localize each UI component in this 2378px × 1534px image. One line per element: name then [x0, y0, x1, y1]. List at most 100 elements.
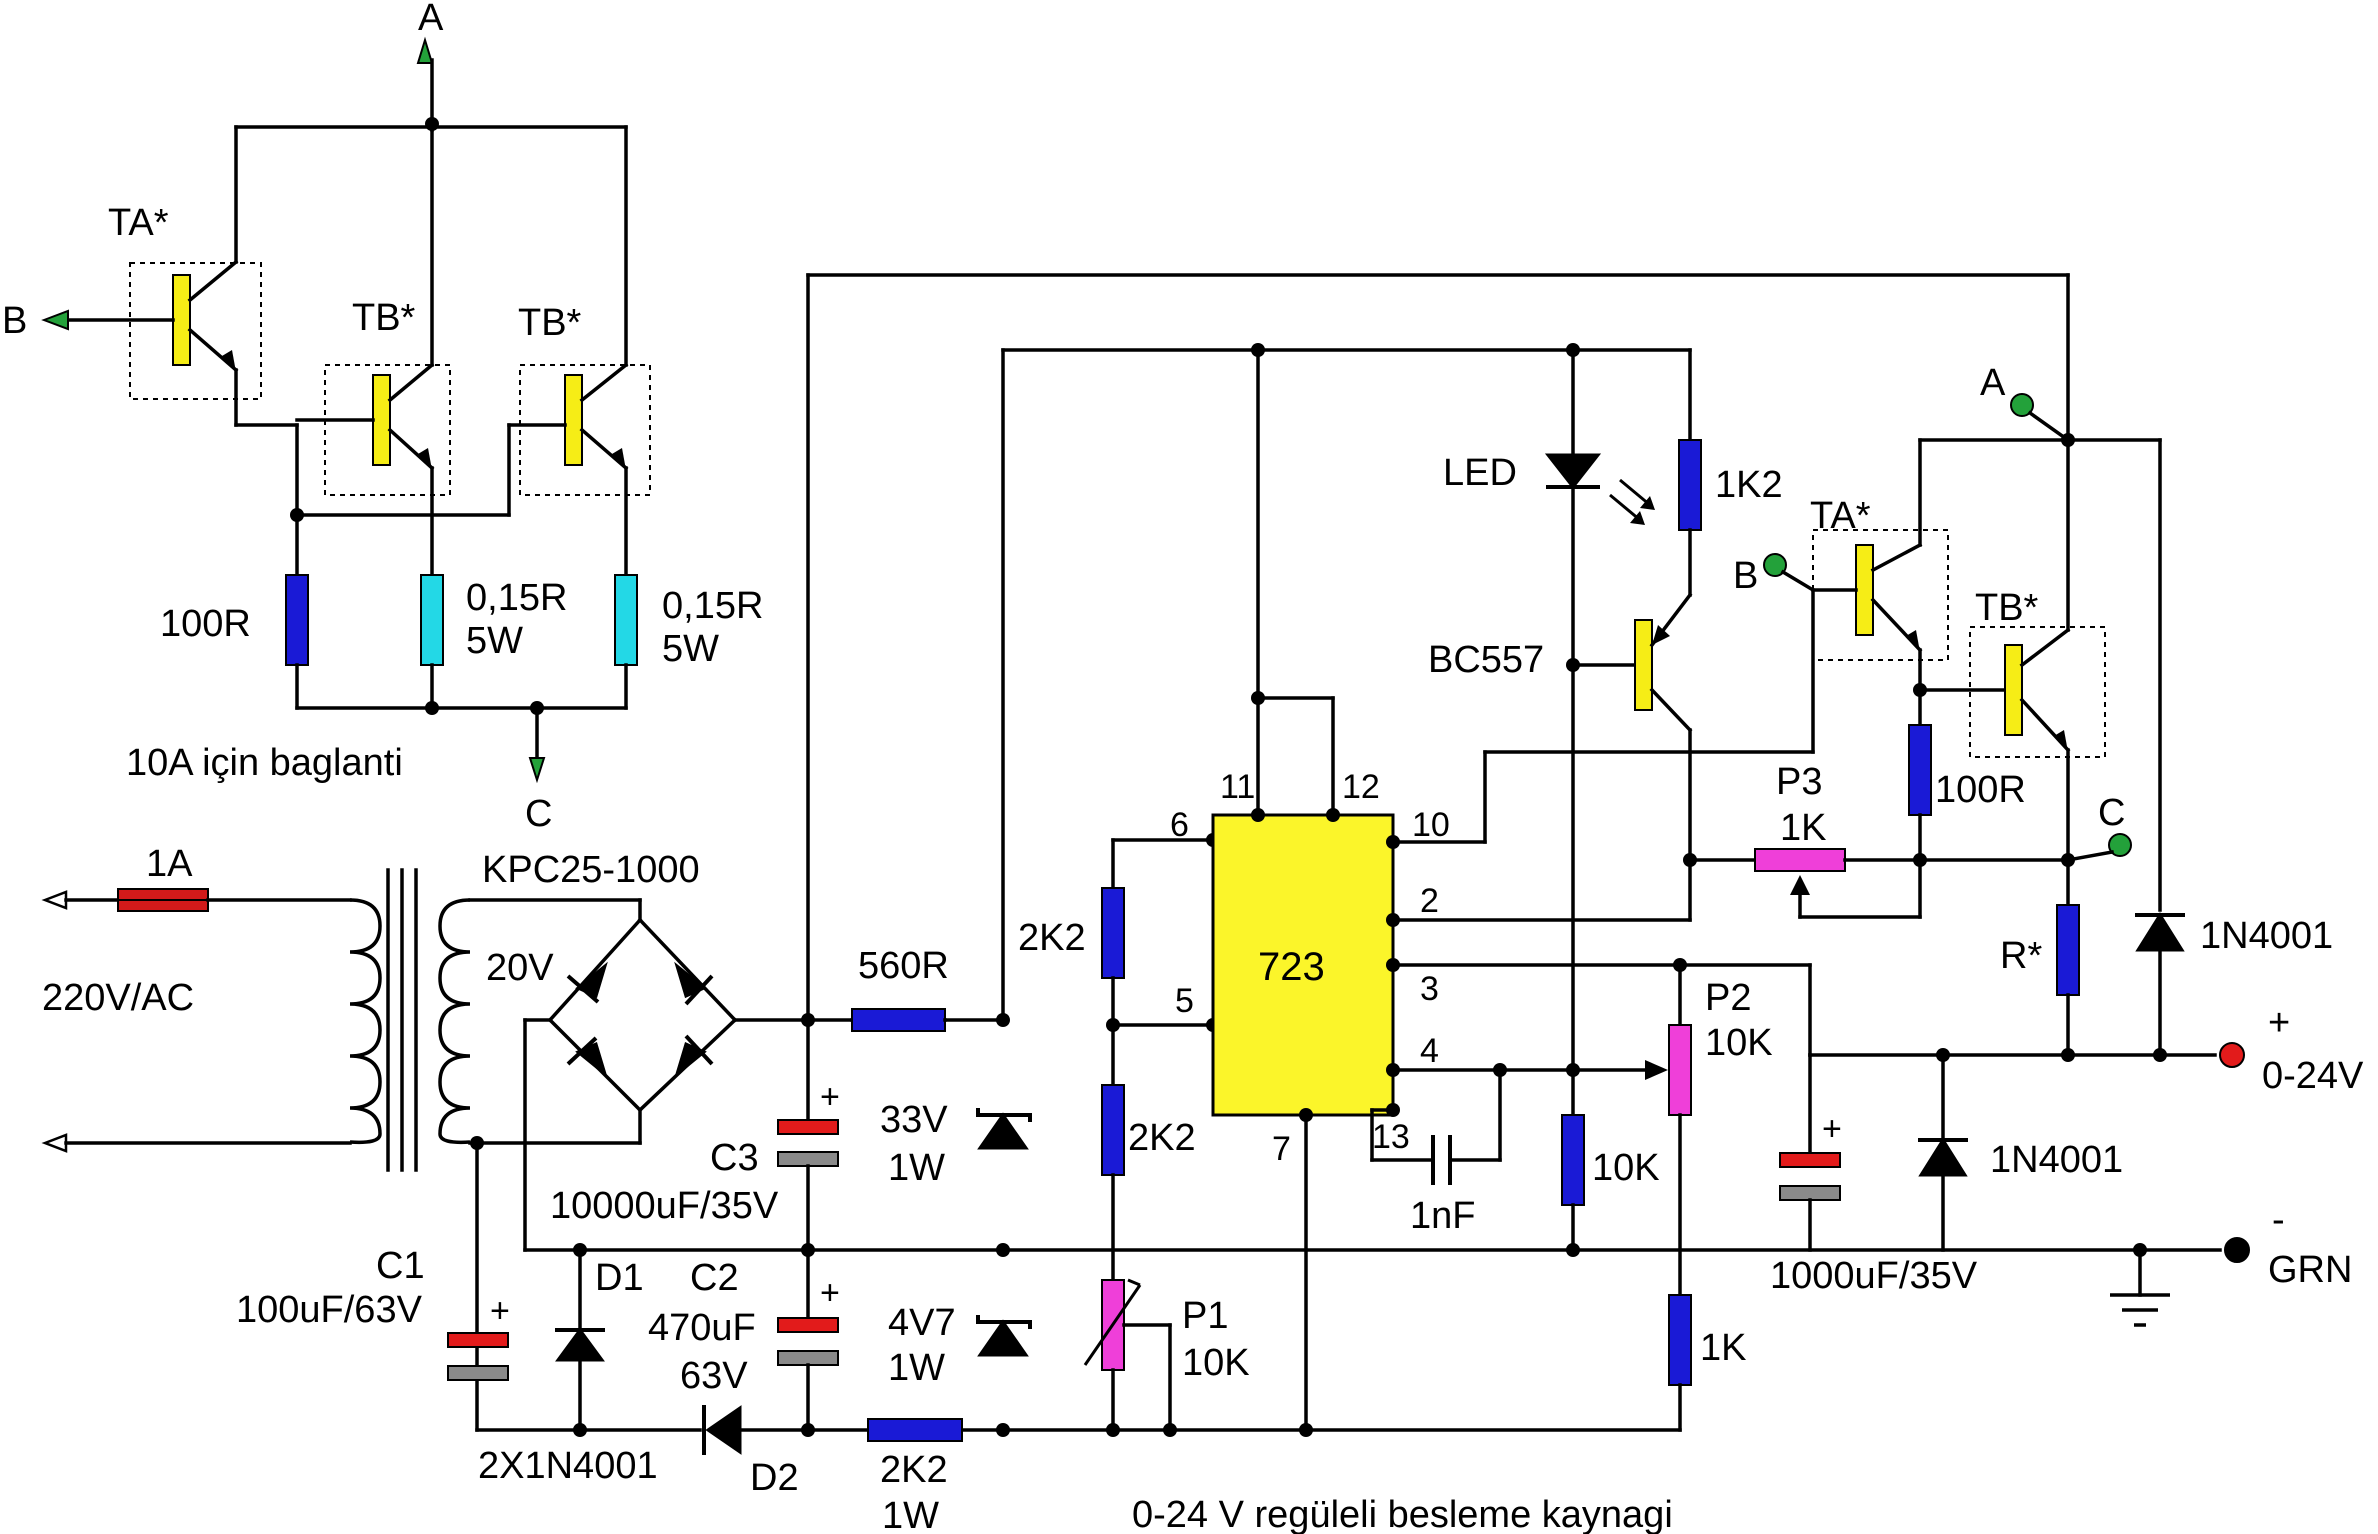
- c1-capacitor-minus: [447, 1365, 509, 1381]
- ta-transistor: [1855, 544, 1874, 636]
- d-1n4001-bottom-label: 1N4001: [1990, 1139, 2123, 1181]
- pin-3: 3: [1420, 970, 1439, 1008]
- z47-label-2: 1W: [888, 1347, 945, 1389]
- resistor-2k2-1w: [867, 1418, 963, 1442]
- transformer-secondary: [438, 898, 471, 1145]
- c1-plus-sign: +: [490, 1292, 510, 1330]
- resistor-1k: [1668, 1294, 1692, 1386]
- c2-capacitor-plus: [777, 1317, 839, 1333]
- pin-12: 12: [1342, 768, 1380, 806]
- c2-value-2: 63V: [680, 1355, 748, 1397]
- inset-100r-resistor: [285, 574, 309, 666]
- p1-name: P1: [1182, 1295, 1228, 1337]
- c1-name: C1: [376, 1245, 425, 1287]
- inset-tb2-transistor: [564, 374, 583, 466]
- r10k-label: 10K: [1592, 1147, 1660, 1189]
- output-range-label: 0-24V: [2262, 1055, 2364, 1097]
- c3-capacitor-minus: [777, 1151, 839, 1167]
- pin-11: 11: [1220, 768, 1255, 806]
- secondary-voltage-label: 20V: [486, 947, 554, 989]
- tb-transistor: [2004, 644, 2023, 736]
- r100-label: 100R: [1935, 769, 2026, 811]
- output-plus-label: +: [2268, 1002, 2290, 1044]
- inset-shunt1-resistor: [420, 574, 444, 666]
- inset-terminal-a-label: A: [418, 0, 444, 39]
- bridge-rectifier: [523, 917, 854, 1252]
- resistor-10k: [1561, 1114, 1585, 1206]
- cap-1nf-label: 1nF: [1410, 1195, 1475, 1237]
- c3-value: 10000uF/35V: [550, 1185, 779, 1227]
- terminal-b-inset-arrow: [41, 309, 69, 331]
- terminal-b[interactable]: [1763, 553, 1787, 577]
- p2-potentiometer: [1668, 1024, 1692, 1116]
- inset-tb1-transistor: [372, 374, 391, 466]
- mains-label: 220V/AC: [42, 977, 194, 1019]
- current-limit-indicator: LED 1K2 BC557 10K: [1428, 348, 1783, 1252]
- c3-plus-sign: +: [820, 1078, 840, 1116]
- bridge-diode-1: [575, 961, 608, 999]
- inset-tb1-label: TB*: [352, 297, 416, 339]
- terminal-a[interactable]: [2010, 393, 2034, 417]
- c-out-capacitor-minus: [1779, 1185, 1841, 1201]
- p2-value: 10K: [1705, 1022, 1773, 1064]
- resistor-2k2-b: [1101, 1084, 1125, 1176]
- d2-name: D2: [750, 1457, 799, 1499]
- inset-terminal-b-label: B: [2, 300, 27, 342]
- pin-7: 7: [1272, 1130, 1291, 1168]
- terminal-c-label: C: [2098, 792, 2125, 834]
- negative-supply: + + C1 100uF/63V D1 2X1N4001 C2 470uF 63…: [236, 1245, 840, 1499]
- z33-label-2: 1W: [888, 1147, 945, 1189]
- ic-723: 723 11 12 10 6 2 5 3 4 13 7 1nF: [1170, 588, 1815, 1432]
- pin-10: 10: [1412, 806, 1450, 844]
- r1k-label: 1K: [1700, 1327, 1746, 1369]
- tb-label: TB*: [1975, 587, 2039, 629]
- d1d2-type: 2X1N4001: [478, 1445, 658, 1487]
- output-stage: + A B C TA* TB* 100R R* 1N4001 1N4001 10…: [1733, 362, 2364, 1327]
- zener-33v: [977, 1112, 1029, 1150]
- bc557-transistor: [1634, 619, 1653, 711]
- diode-1n4001-bottom: [1918, 1137, 1968, 1177]
- c3-capacitor-plus: [777, 1119, 839, 1135]
- transformer-primary: [349, 898, 382, 1145]
- d1-name: D1: [595, 1257, 644, 1299]
- led-label: LED: [1443, 452, 1517, 494]
- current-adjust: P3 1K: [1688, 761, 2075, 919]
- d2-diode: [705, 1405, 742, 1455]
- ta-label: TA*: [1810, 495, 1871, 537]
- terminal-c-inset-arrow: [528, 757, 546, 784]
- mains-terminal-bottom: [41, 1133, 68, 1153]
- c3-group: + C3 10000uF/35V 560R: [550, 945, 949, 1252]
- inset-shunt1-label-2: 5W: [466, 620, 523, 662]
- reference-divider: 2K2 2K2 P1 10K: [1018, 833, 1250, 1432]
- inset-100r-label: 100R: [160, 603, 251, 645]
- pin-6: 6: [1170, 806, 1189, 844]
- resistor-rstar: [2056, 904, 2080, 996]
- bc557-label: BC557: [1428, 639, 1544, 681]
- output-positive-terminal[interactable]: [2219, 1042, 2245, 1068]
- inset-shunt2-label-1: 0,15R: [662, 585, 763, 627]
- p3-value: 1K: [1780, 807, 1826, 849]
- c1-value: 100uF/63V: [236, 1289, 423, 1331]
- p1-value: 10K: [1182, 1342, 1250, 1384]
- r560-label: 560R: [858, 945, 949, 987]
- terminal-a-top-arrow: [416, 36, 434, 64]
- c2-name: C2: [690, 1257, 739, 1299]
- voltage-adjust: P2 10K 1K: [1668, 963, 1773, 1432]
- input-section: 1A 220V/AC KPC25-1000 20V: [41, 843, 700, 1432]
- pin-4: 4: [1420, 1032, 1439, 1070]
- resistor-2k2-a: [1101, 887, 1125, 979]
- fuse-label: 1A: [146, 843, 193, 885]
- transformer-label: KPC25-1000: [482, 849, 700, 891]
- r2k2w-label-2: 1W: [882, 1495, 939, 1534]
- inset-ta-label: TA*: [108, 202, 169, 244]
- c-out-capacitor-plus: [1779, 1152, 1841, 1168]
- gnd-terminal[interactable]: [2224, 1237, 2250, 1263]
- ic-723-label: 723: [1258, 945, 1325, 989]
- d-1n4001-top-label: 1N4001: [2200, 915, 2333, 957]
- inset-caption: 10A için baglanti: [126, 742, 403, 784]
- terminal-c[interactable]: [2108, 833, 2132, 857]
- d1-diode: [555, 1327, 605, 1362]
- zener-group: 33V 1W 4V7 1W 2K2 1W: [867, 1099, 1032, 1534]
- diode-1n4001-top: [2135, 912, 2185, 952]
